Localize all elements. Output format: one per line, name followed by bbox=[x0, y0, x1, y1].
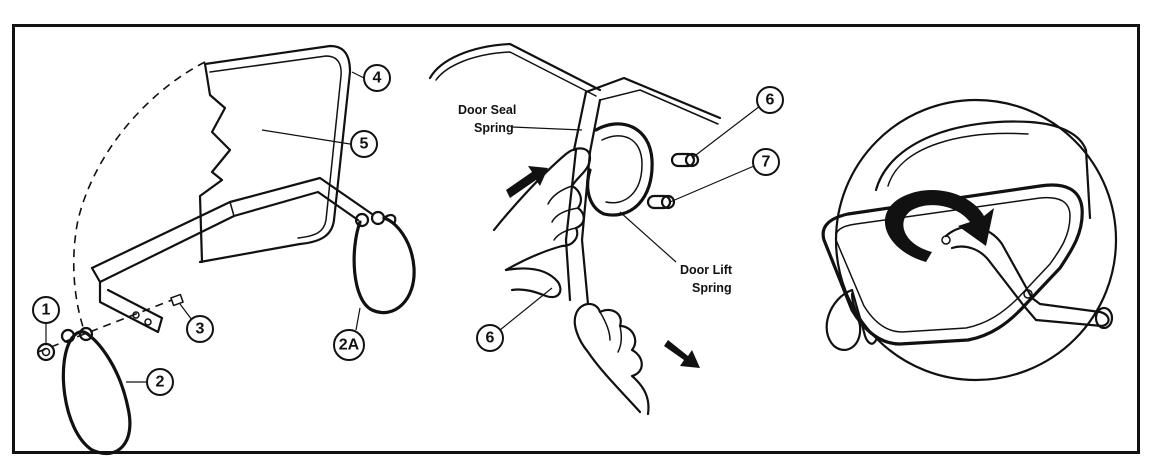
callout-1: 1 bbox=[32, 296, 60, 324]
cabinet-top-edge bbox=[428, 42, 602, 92]
cabinet-right-edge bbox=[584, 76, 722, 120]
svg-text:2A: 2A bbox=[339, 337, 360, 354]
svg-text:6: 6 bbox=[766, 92, 775, 109]
lower-hand-fingers bbox=[599, 311, 623, 353]
detail-spring bbox=[825, 288, 862, 351]
handle-end bbox=[1094, 306, 1114, 330]
svg-text:6: 6 bbox=[486, 330, 495, 347]
callout-4: 4 bbox=[363, 64, 391, 92]
door-seal-inner bbox=[209, 55, 342, 239]
svg-text:5: 5 bbox=[360, 136, 369, 153]
spring-2-eye-a bbox=[60, 328, 76, 344]
handle-pivot-hole bbox=[941, 235, 951, 245]
callout-2: 2 bbox=[146, 368, 174, 396]
frame-band bbox=[229, 201, 235, 217]
callout-6-lower: 6 bbox=[476, 324, 504, 352]
svg-text:2: 2 bbox=[156, 374, 165, 391]
door-lift-label-1: Door Lift bbox=[680, 263, 733, 277]
spring-2-loop bbox=[61, 330, 132, 456]
callout-2a: 2A bbox=[333, 329, 365, 361]
door-seal-label-1: Door Seal bbox=[458, 103, 516, 117]
door-seal-spring-ring bbox=[586, 122, 654, 217]
cabinet-post bbox=[572, 90, 602, 154]
rotation-arrow-icon bbox=[884, 189, 994, 262]
handle-rivet bbox=[1023, 289, 1033, 299]
pivot-pin-upper bbox=[670, 152, 700, 168]
detail-handle bbox=[944, 225, 1110, 328]
bolt bbox=[170, 293, 184, 307]
detail-door-frame-inner bbox=[834, 196, 1071, 333]
svg-text:1: 1 bbox=[42, 302, 51, 319]
door-seal-outline bbox=[198, 44, 352, 264]
svg-text:7: 7 bbox=[762, 154, 771, 171]
callout-3: 3 bbox=[186, 315, 214, 343]
spring-bar bbox=[564, 148, 592, 306]
door-seal-spring-ring-inner bbox=[601, 135, 643, 204]
door-frame-arm-end bbox=[90, 266, 164, 334]
arrow-down-right bbox=[664, 340, 700, 368]
door-lift-label-2: Spring bbox=[692, 281, 732, 295]
lower-hand bbox=[573, 302, 650, 416]
callout-6-upper: 6 bbox=[756, 86, 784, 114]
alignment-dashed-line bbox=[37, 299, 173, 353]
spring-2-eye-b bbox=[78, 326, 94, 342]
arrow-up-right bbox=[506, 166, 548, 198]
door-dashed-outline bbox=[72, 61, 206, 331]
door-torn-edge bbox=[198, 62, 232, 264]
cabinet-top-edge-inner bbox=[435, 51, 597, 97]
nut bbox=[36, 342, 56, 362]
spring-2a-hook bbox=[382, 214, 397, 226]
callout-7: 7 bbox=[752, 148, 780, 176]
spring-2a-loop bbox=[352, 216, 416, 315]
panel-middle-spring-removal: Door Seal Spring Door Lift Spring 6 7 6 bbox=[428, 42, 784, 416]
svg-text:3: 3 bbox=[196, 321, 205, 338]
spring-2a-eye-b bbox=[370, 210, 386, 226]
upper-hand-fingers bbox=[547, 185, 579, 241]
door-frame-arm-lower bbox=[98, 190, 360, 284]
panel-right-detail-view bbox=[821, 98, 1118, 382]
detail-spring-hook bbox=[850, 288, 878, 345]
left-thumb bbox=[504, 267, 562, 299]
door-frame-arm bbox=[90, 176, 374, 270]
detail-back-opening-inner bbox=[887, 132, 1029, 187]
detail-back-opening bbox=[874, 120, 1092, 220]
svg-text:4: 4 bbox=[373, 70, 382, 87]
frame-hole-1 bbox=[144, 318, 152, 326]
detail-door-frame bbox=[821, 183, 1084, 346]
panel-left-door-assembly: 4 5 3 1 2 2A bbox=[32, 44, 416, 456]
spring-2a-eye-a bbox=[354, 212, 370, 228]
callout-5: 5 bbox=[350, 130, 378, 158]
upper-hand bbox=[492, 147, 592, 272]
door-seal-label-2: Spring bbox=[474, 121, 514, 135]
cabinet-right-edge-2 bbox=[599, 89, 719, 125]
